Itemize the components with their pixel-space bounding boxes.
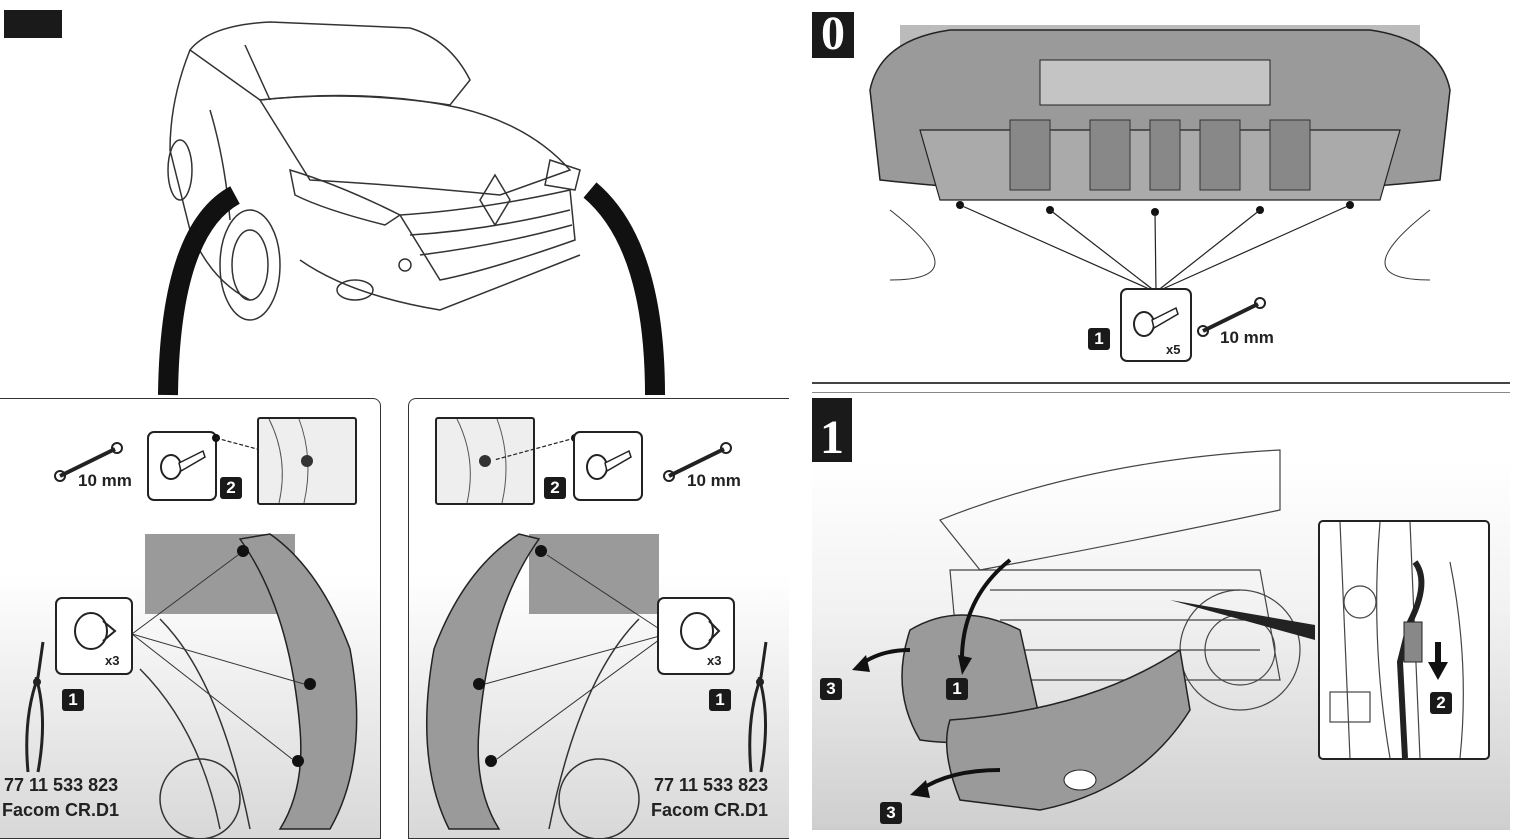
step-badge-1-bumper: 1 [946, 678, 968, 700]
wheel-arch-liner-right [425, 533, 668, 838]
wrench-size-label-right: 10 mm [687, 471, 741, 490]
step-badge-2-connector: 2 [1430, 692, 1452, 714]
pliers-name: Facom CR.D1 [2, 800, 120, 820]
pliers-icon [25, 641, 45, 773]
pliers-name-right: Facom CR.D1 [651, 800, 769, 820]
pliers-reference: 77 11 533 823 [4, 775, 119, 795]
wrench-size-label-underbody: 10 mm [1220, 328, 1274, 347]
callout-curve-right [583, 182, 665, 396]
clip-icon [74, 612, 117, 650]
step-badge-3-upper: 3 [820, 678, 842, 700]
step-badge-3-lower: 3 [880, 802, 902, 824]
screw-icon-right [586, 449, 632, 480]
connector-detail-box [1318, 520, 1490, 760]
inset-detail-box-right [435, 417, 535, 505]
wrench-size-label: 10 mm [78, 471, 132, 490]
left-wheel-arch-panel: 10 mm 2 x3 1 77 11 533 823 Facom CR.D1 [0, 398, 381, 839]
clip-detail-box: x3 [55, 597, 133, 675]
screw-detail-box-right [573, 431, 643, 501]
screw-quantity: x5 [1166, 342, 1181, 357]
inset-bolt-location-right [456, 418, 507, 504]
step-badge-1-underbody: 1 [1088, 328, 1110, 350]
inset-detail-box [257, 417, 357, 505]
clip-detail-box-right: x3 [657, 597, 735, 675]
step-badge-2: 2 [220, 477, 242, 499]
section-divider [812, 382, 1510, 384]
pliers-reference-right: 77 11 533 823 [654, 775, 769, 795]
bottom-rule [812, 828, 1510, 830]
step-number-top-left [4, 10, 62, 38]
clip-icon-right [680, 612, 721, 650]
clip-quantity-right: x3 [707, 653, 722, 668]
step-badge-1: 1 [62, 689, 84, 711]
callout-curve-left [158, 186, 241, 396]
car-front-illustration [167, 21, 581, 321]
step-number-top-right: 0 [812, 12, 854, 58]
bumper-removal-illustration [852, 449, 1315, 811]
right-wheel-arch-panel: 2 10 mm x3 1 77 11 533 823 Facom CR.D1 [408, 398, 789, 839]
screw-icon-underbody [1133, 306, 1179, 337]
wrench-icon-right [663, 442, 732, 482]
section-divider-2 [812, 392, 1510, 393]
step-badge-2-right: 2 [544, 477, 566, 499]
step-number-bottom-right: 1 [812, 398, 852, 462]
step-badge-1-right: 1 [709, 689, 731, 711]
wrench-icon [54, 442, 123, 482]
screw-detail-box [147, 431, 217, 501]
connector-unplug-illustration [1329, 521, 1464, 759]
screw-icon [160, 449, 206, 480]
pliers-icon-right [748, 641, 768, 773]
front-bumper-underside-illustration [869, 25, 1451, 293]
wrench-icon-underbody [1197, 297, 1266, 337]
clip-quantity: x3 [105, 653, 120, 668]
connector-line-right [493, 434, 579, 461]
wheel-arch-liner-left [131, 533, 358, 838]
underbody-screw-box: x5 [1120, 288, 1192, 362]
inset-bolt-location [268, 418, 313, 504]
